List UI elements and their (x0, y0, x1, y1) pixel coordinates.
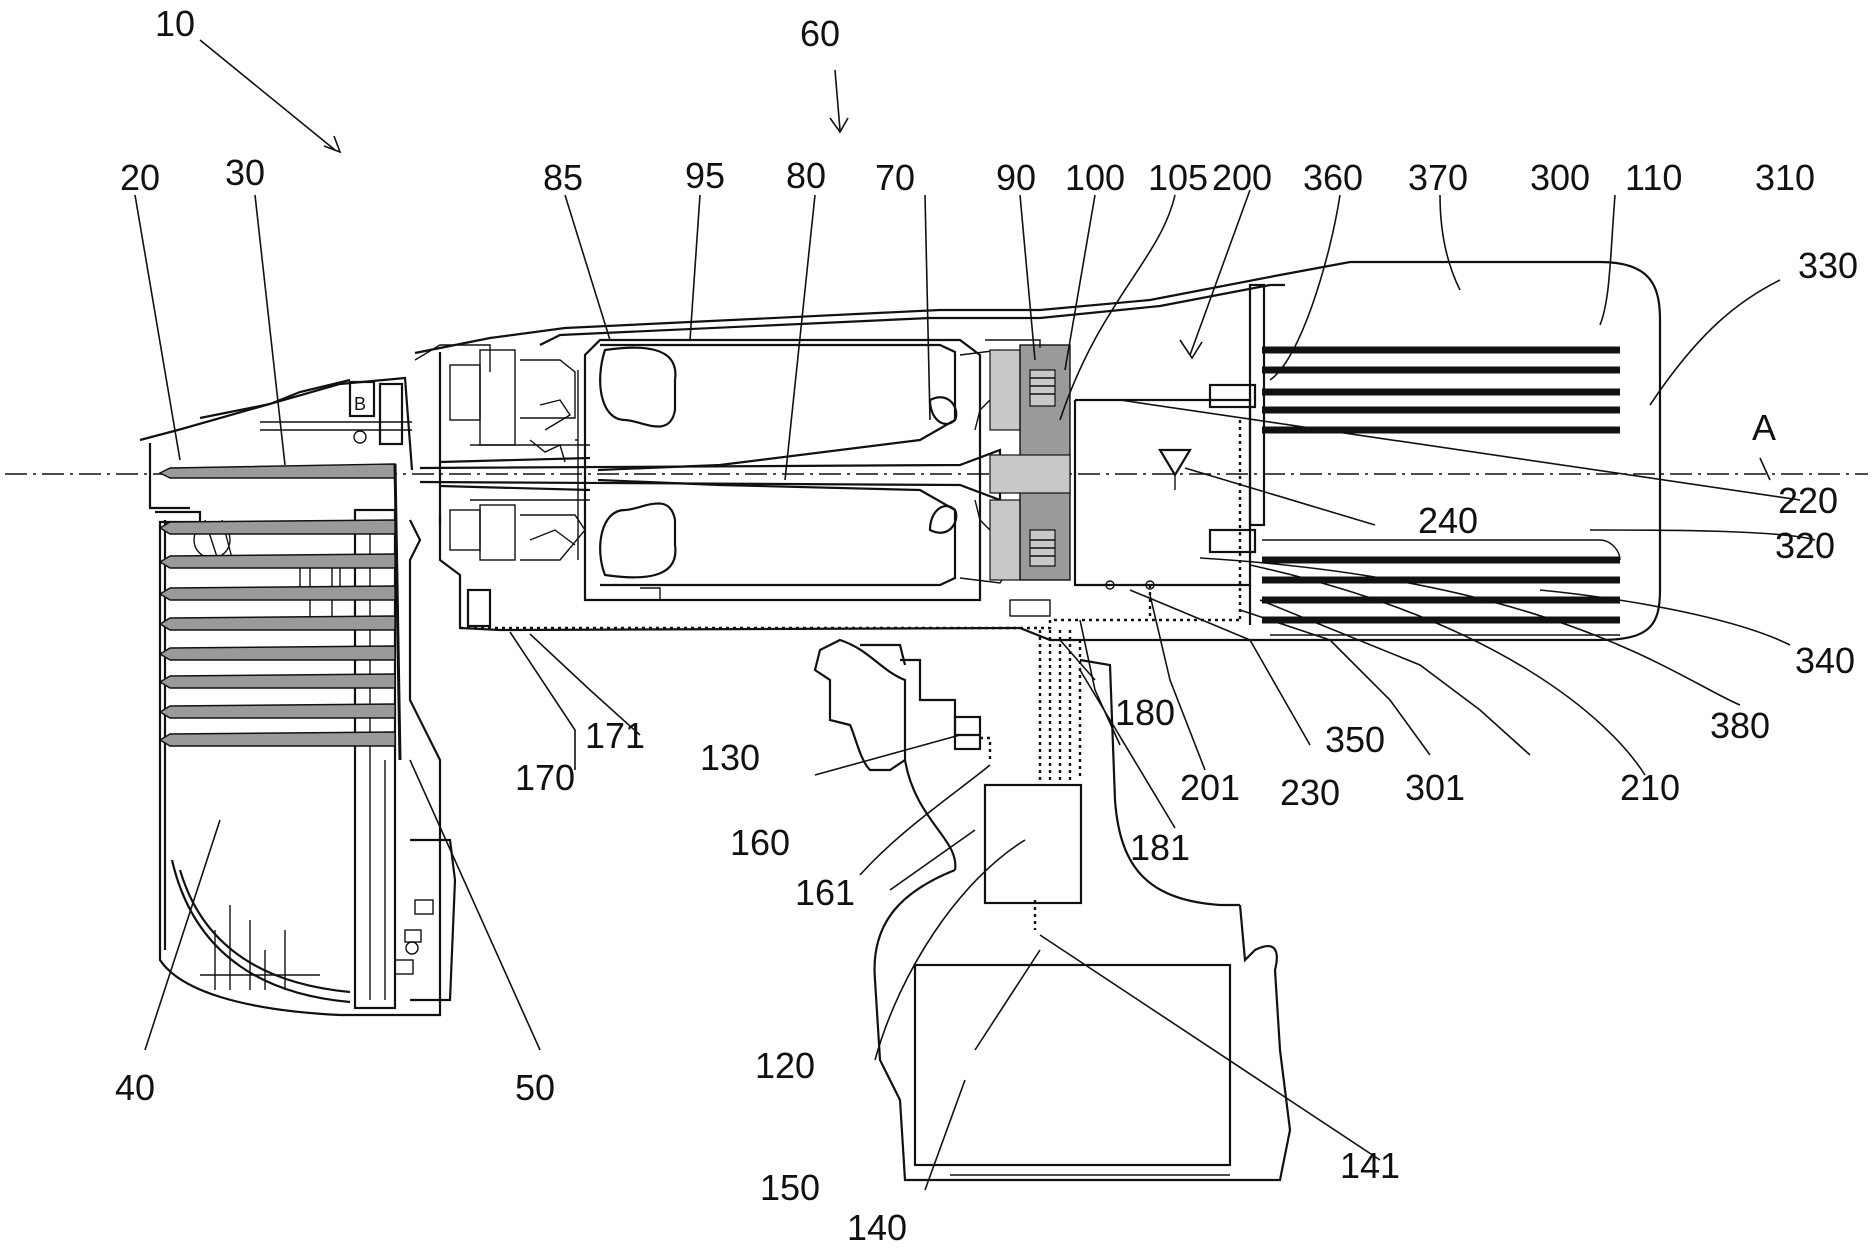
ref-220: 220 (1778, 480, 1838, 521)
ref-105: 105 (1148, 157, 1208, 198)
ref-181: 181 (1130, 827, 1190, 868)
ref-90: 90 (996, 157, 1036, 198)
axis-label-a: A (1752, 407, 1776, 448)
svg-text:B: B (354, 394, 366, 414)
ref-210: 210 (1620, 767, 1680, 808)
magazine-housing (155, 510, 455, 1015)
ref-100: 100 (1065, 157, 1125, 198)
ref-110: 110 (1625, 157, 1682, 198)
piston-rod (420, 450, 1000, 500)
ref-171: 171 (585, 715, 645, 756)
ref-200: 200 (1212, 157, 1272, 198)
ref-330: 330 (1798, 245, 1858, 286)
battery-pack (1210, 285, 1620, 635)
ref-300: 300 (1530, 157, 1590, 198)
ref-301: 301 (1405, 767, 1465, 808)
ref-140: 140 (847, 1207, 907, 1248)
ref-80: 80 (786, 155, 826, 196)
fastener-stack (160, 464, 400, 760)
leader-lines (135, 40, 1815, 1190)
ref-30: 30 (225, 152, 265, 193)
ref-95: 95 (685, 155, 725, 196)
ref-230: 230 (1280, 772, 1340, 813)
ref-380: 380 (1710, 705, 1770, 746)
ref-350: 350 (1325, 719, 1385, 760)
battery-140 (875, 870, 1290, 1180)
ref-50: 50 (515, 1067, 555, 1108)
ref-60: 60 (800, 13, 840, 54)
ref-20: 20 (120, 157, 160, 198)
ref-130: 130 (700, 737, 760, 778)
ref-360: 360 (1303, 157, 1363, 198)
ref-180: 180 (1115, 692, 1175, 733)
sensor-box-170 (468, 590, 490, 626)
coil-blocks (985, 340, 1070, 616)
ref-240: 240 (1418, 500, 1478, 541)
ref-370: 370 (1408, 157, 1468, 198)
ref-310: 310 (1755, 157, 1815, 198)
ref-320: 320 (1775, 525, 1835, 566)
transmission (440, 350, 590, 560)
ref-85: 85 (543, 157, 583, 198)
ref-10: 10 (155, 3, 195, 44)
flywheel-housing (585, 340, 1010, 600)
chamber (1075, 400, 1250, 625)
ref-120: 120 (755, 1045, 815, 1086)
ref-340: 340 (1795, 640, 1855, 681)
ref-70: 70 (875, 157, 915, 198)
ref-40: 40 (115, 1067, 155, 1108)
ref-160: 160 (730, 822, 790, 863)
ref-141: 141 (1340, 1145, 1400, 1186)
ref-170: 170 (515, 757, 575, 798)
ref-161: 161 (795, 872, 855, 913)
controller-box-150 (985, 785, 1081, 903)
nose-assembly: B (140, 378, 412, 508)
ref-201: 201 (1180, 767, 1240, 808)
ref-150: 150 (760, 1167, 820, 1208)
